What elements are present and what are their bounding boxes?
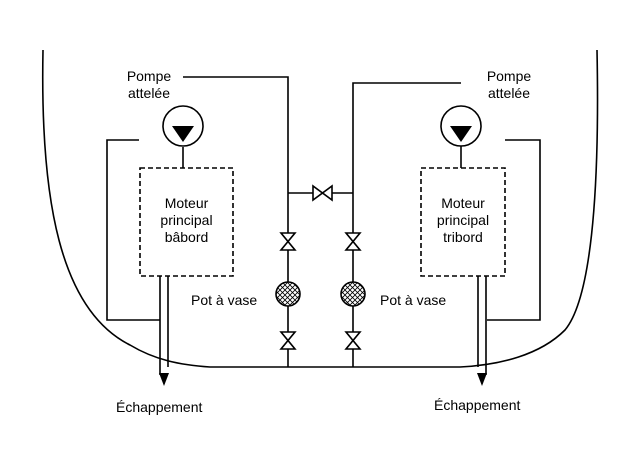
left-pump-suction [183, 76, 289, 367]
right-return-loop [487, 139, 541, 321]
engine-right-label: Moteur principal tribord [436, 195, 490, 245]
engine-starboard-box [420, 167, 506, 277]
pump-icon [162, 105, 204, 147]
gate-valve-icon [279, 331, 297, 350]
engine-left-label: Moteur principal bâbord [160, 195, 213, 245]
strainer-pot-icon [275, 281, 301, 307]
gate-valve-icon [312, 184, 333, 202]
exhaust-arrow-icon [159, 373, 169, 386]
engine-port-box [139, 167, 234, 277]
gate-valve-icon [344, 331, 362, 350]
pot-left-label: Pot à vase [191, 292, 258, 308]
right-exhaust-pipe [477, 276, 487, 375]
right-pump-suction [352, 82, 461, 367]
pump-right-label: Pompe attelée [486, 68, 532, 101]
strainer-pot-icon [340, 281, 366, 307]
exhaust-arrow-icon [477, 373, 487, 386]
gate-valve-icon [344, 232, 362, 251]
left-exhaust-pipe [159, 276, 169, 375]
exhaust-right-label: Échappement [434, 397, 521, 413]
gate-valve-icon [279, 232, 297, 251]
pot-right-label: Pot à vase [380, 292, 447, 308]
hull-outline [41, 49, 599, 368]
pump-icon [440, 105, 482, 147]
exhaust-left-label: Échappement [116, 399, 203, 415]
left-return-loop [106, 139, 160, 321]
pump-left-label: Pompe attelée [126, 68, 172, 101]
